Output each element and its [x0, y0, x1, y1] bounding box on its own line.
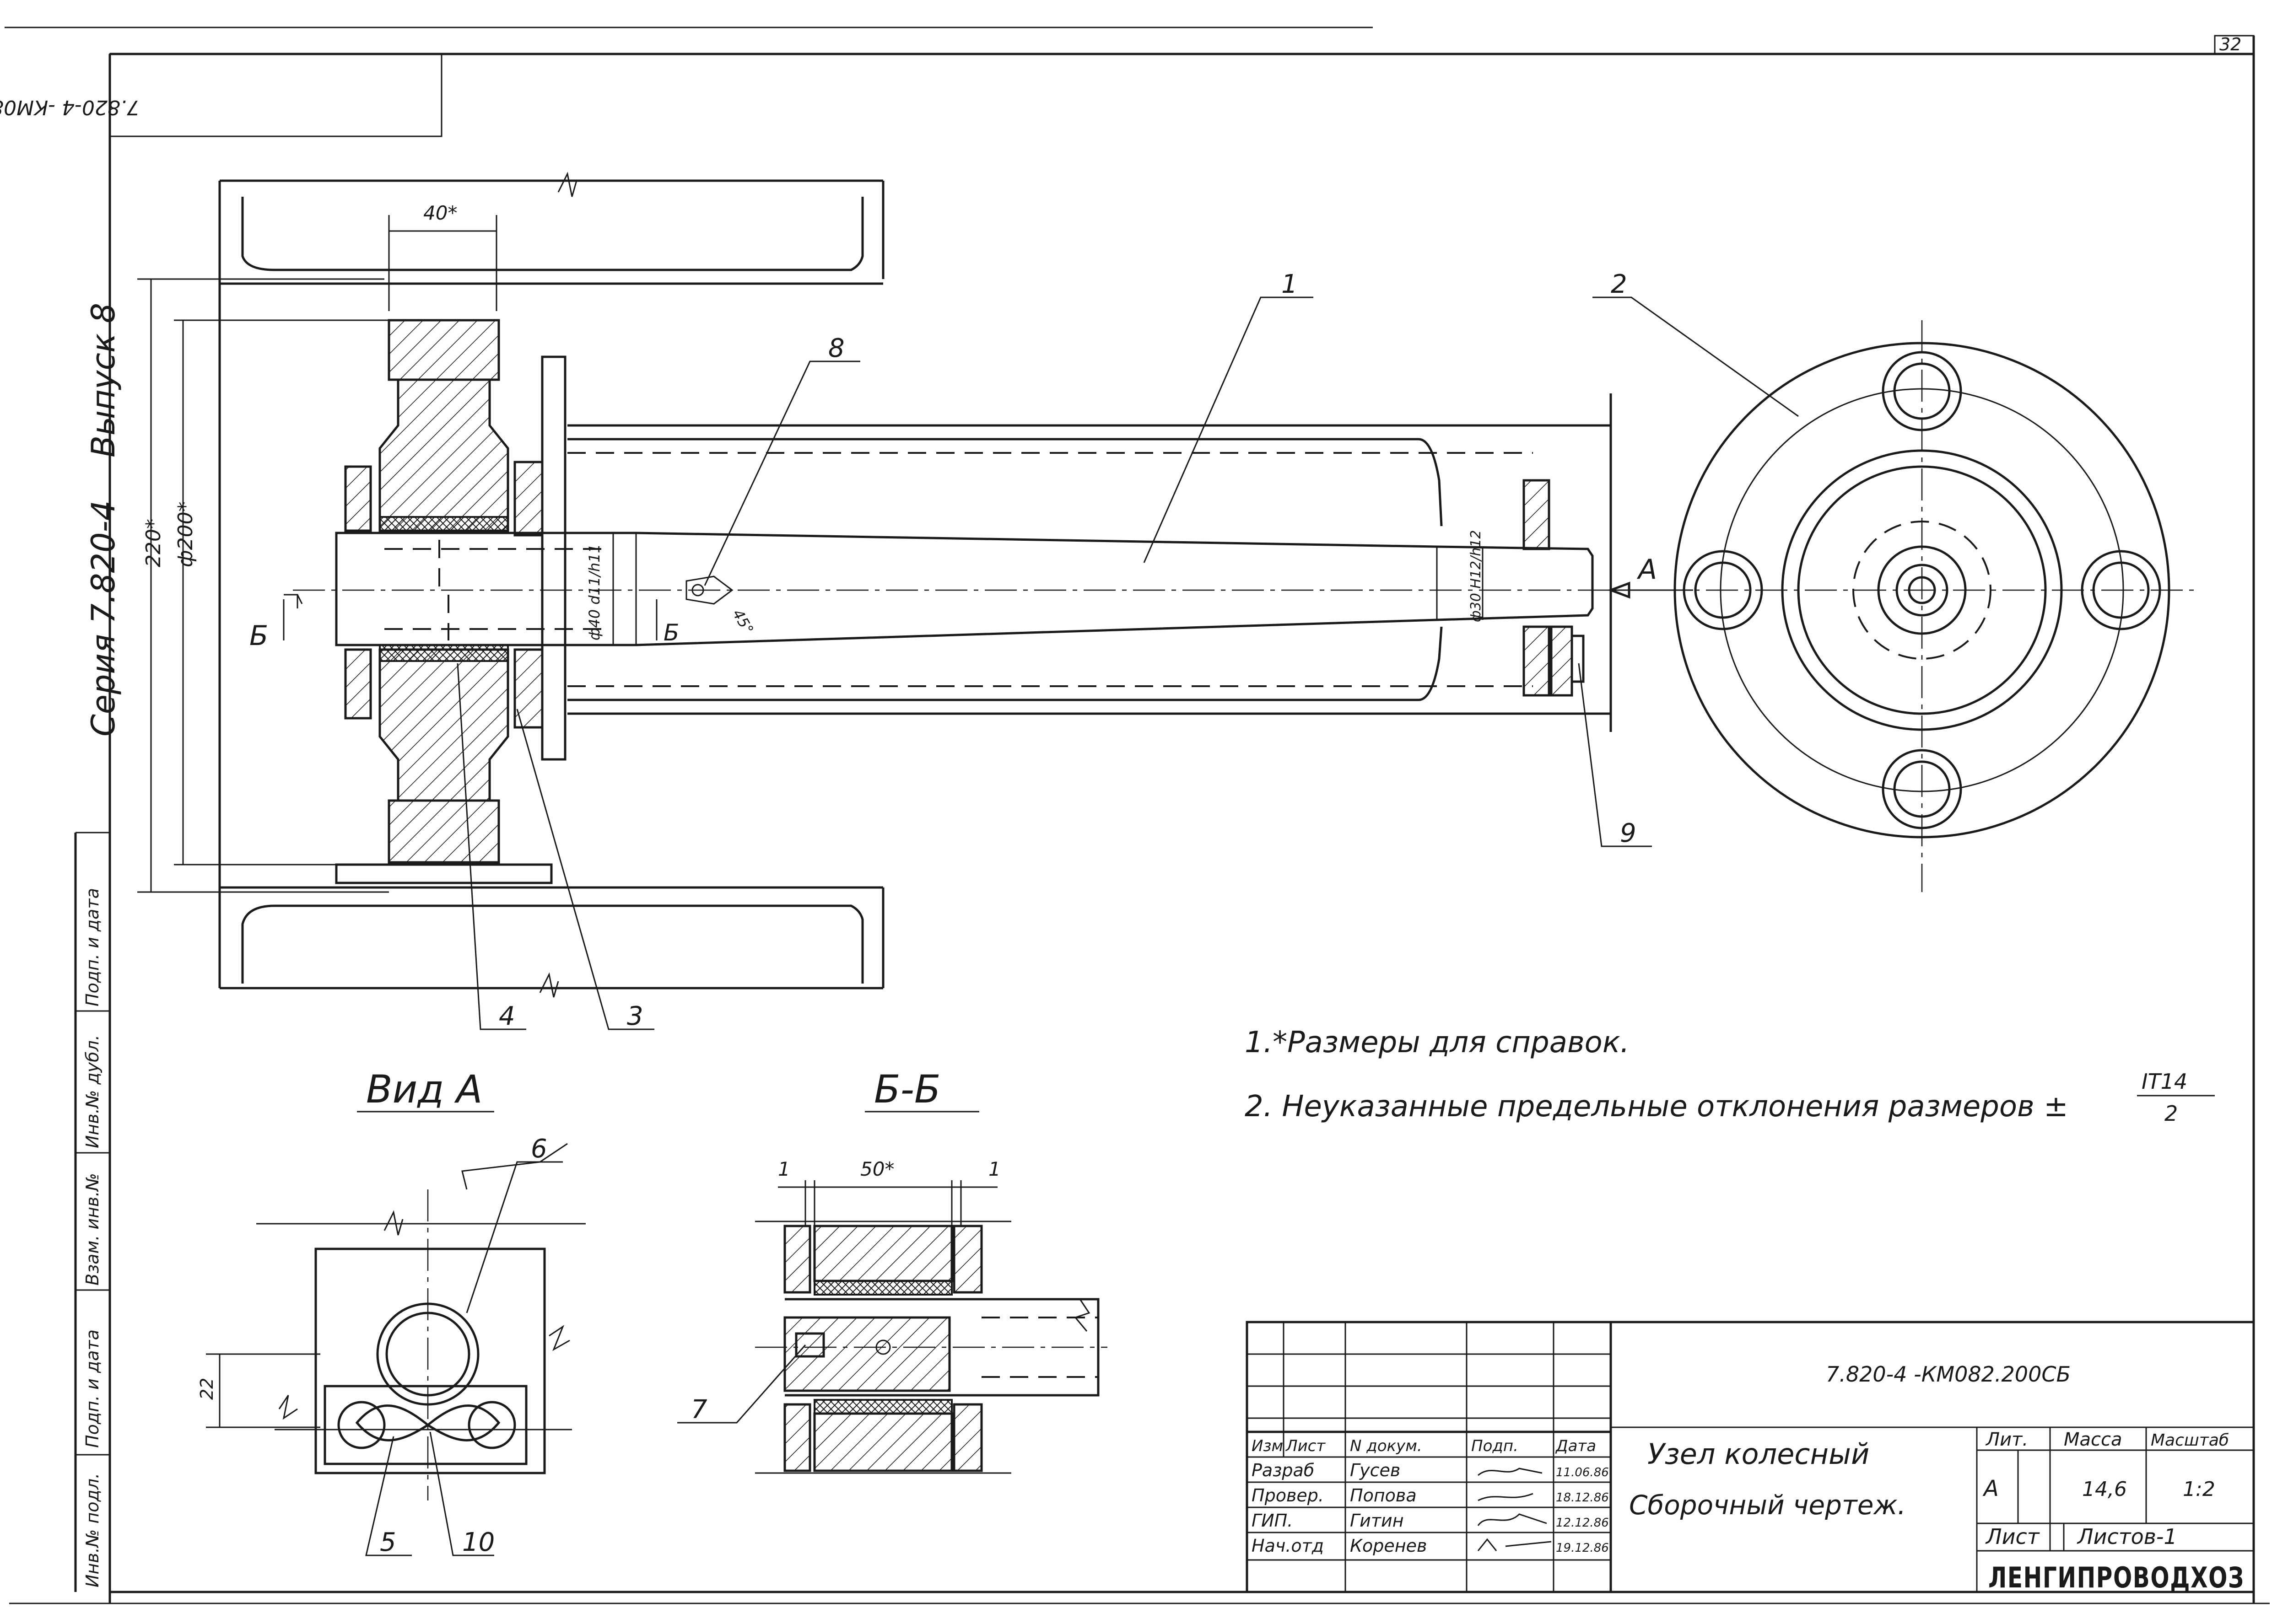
series-label: Серия 7.820-4 — [85, 500, 122, 737]
tb-role-1: Провер. — [1252, 1485, 1324, 1506]
view-arrow-a: А — [1636, 554, 1657, 586]
tb-name-3: Коренев — [1350, 1536, 1427, 1556]
tb-title-line1: Узел колесный — [1647, 1437, 1869, 1471]
front-view-dimensions: 40* 220* ф200* ф40 d11/h11 ф30 H12/h12 4… — [137, 202, 1693, 893]
tb-header-date: Дата — [1555, 1437, 1596, 1455]
tb-header-doc: N докум. — [1350, 1437, 1422, 1455]
side-stamp-2: Взам. инв.№ — [82, 1173, 103, 1285]
tb-header-list: Лист — [1285, 1437, 1326, 1455]
callout-2: 2 — [1611, 269, 1627, 299]
flange-end-view — [1657, 320, 2196, 892]
tb-role-0: Разраб — [1252, 1460, 1314, 1480]
view-a-title: Вид А — [366, 1067, 482, 1112]
dim-40: 40* — [423, 202, 457, 224]
tb-scale-value: 1:2 — [2183, 1478, 2215, 1501]
note-fraction-bottom: 2 — [2164, 1101, 2178, 1126]
signature-popova — [1478, 1493, 1533, 1501]
callout-8: 8 — [828, 333, 845, 363]
tb-scale-label: Масштаб — [2151, 1431, 2229, 1450]
tb-name-0: Гусев — [1350, 1460, 1400, 1480]
tb-lit-value: А — [1982, 1476, 1999, 1501]
callout-5: 5 — [380, 1527, 396, 1557]
tb-date-0: 11.06.86 — [1556, 1466, 1609, 1479]
side-stamp-3: Инв.№ дубл. — [82, 1035, 103, 1148]
note-2: 2. Неуказанные предельные отклонения раз… — [1245, 1090, 2068, 1124]
tb-role-3: Нач.отд — [1252, 1536, 1324, 1556]
dim-shaft30: ф30 H12/h12 — [1468, 530, 1484, 622]
dim-1-left: 1 — [778, 1158, 790, 1180]
tb-date-2: 12.12.86 — [1556, 1516, 1609, 1530]
dim-shaft40: ф40 d11/h11 — [586, 544, 603, 640]
signature-gusev — [1478, 1468, 1543, 1476]
tb-header-izm: Изм — [1252, 1437, 1283, 1455]
tb-title-line2: Сборочный чертеж. — [1629, 1490, 1906, 1521]
tb-role-2: ГИП. — [1252, 1511, 1293, 1531]
doc-code-mirrored: 7.820-4 -КМ082.200СБ — [0, 96, 140, 119]
section-mark-b-left: Б — [249, 620, 268, 652]
view-a: 22 — [197, 1161, 586, 1556]
dim-1-right: 1 — [988, 1158, 1001, 1180]
issue-label: Выпуск 8 — [85, 303, 122, 457]
tb-name-1: Попова — [1350, 1485, 1417, 1506]
callout-9: 9 — [1620, 818, 1636, 848]
dim-chamfer: 45° — [729, 606, 757, 637]
tb-organization: ЛЕНГИПРОВОДХОЗ — [1988, 1561, 2245, 1594]
dim-220: 220* — [142, 519, 165, 567]
tb-mass-value: 14,6 — [2082, 1478, 2127, 1501]
section-bb: 1 50* 1 — [677, 1158, 1107, 1474]
title-block: Изм Лист N докум. Подп. Дата Разраб Гусе… — [1246, 1321, 2255, 1594]
section-bb-title: Б-Б — [874, 1067, 941, 1112]
callout-leaders — [457, 296, 1799, 1190]
note-1: 1.*Размеры для справок. — [1245, 1026, 1630, 1059]
callout-3: 3 — [627, 1001, 643, 1031]
wheel-assembly-front-view — [218, 172, 1629, 998]
tb-lit-label: Лит. — [1985, 1429, 2028, 1450]
side-stamp-0: Инв.№ подл. — [82, 1473, 103, 1587]
tb-date-3: 19.12.86 — [1556, 1541, 1609, 1555]
callout-1: 1 — [1281, 269, 1298, 299]
tb-mass-label: Масса — [2064, 1429, 2122, 1450]
dim-22: 22 — [197, 1378, 217, 1400]
tb-code: 7.820-4 -КМ082.200СБ — [1826, 1362, 2071, 1387]
note-fraction-top: IT14 — [2142, 1069, 2187, 1094]
side-stamp-column — [74, 832, 110, 1592]
side-stamp-1: Подп. и дата — [82, 1329, 103, 1448]
dim-200: ф200* — [174, 501, 197, 567]
dim-50: 50* — [860, 1158, 894, 1180]
page-number: 32 — [2219, 34, 2241, 54]
tb-header-sign: Подп. — [1471, 1437, 1518, 1455]
tb-name-2: Гитин — [1350, 1511, 1404, 1531]
signature-gitin — [1477, 1513, 1547, 1526]
tb-sheets-label: Листов-1 — [2077, 1524, 2177, 1549]
tb-sheet-label: Лист — [1985, 1524, 2040, 1549]
side-stamp-4: Подп. и дата — [82, 888, 103, 1006]
callout-10: 10 — [462, 1527, 495, 1557]
callout-4: 4 — [499, 1001, 515, 1031]
callout-6: 6 — [531, 1134, 547, 1164]
section-mark-b-mid: Б — [664, 619, 679, 646]
callout-7: 7 — [691, 1395, 707, 1425]
tb-date-1: 18.12.86 — [1556, 1491, 1609, 1505]
signature-korenev — [1477, 1538, 1552, 1551]
